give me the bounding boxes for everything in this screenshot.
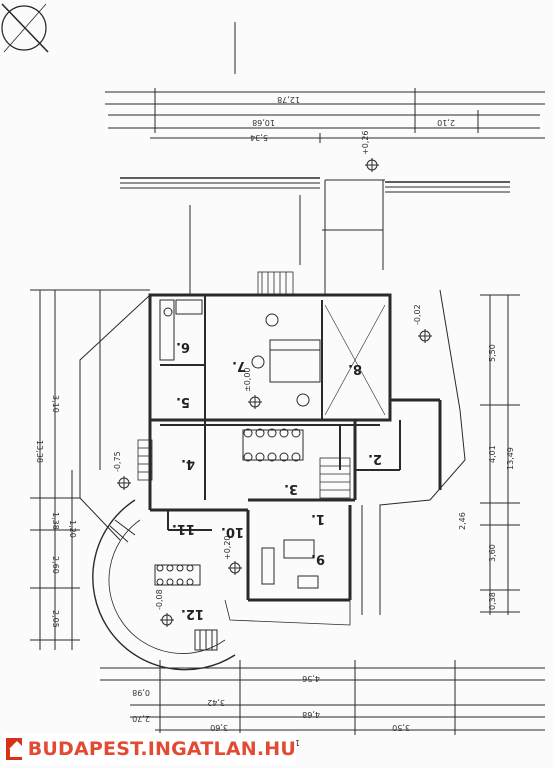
dim-left-c: 2,60: [51, 556, 60, 574]
dim-bottom-c: 3,50: [392, 723, 410, 732]
level-label: +0,20: [223, 535, 232, 560]
dim-bottom-e: 3,60: [210, 723, 228, 732]
right-dimensions: [480, 294, 520, 615]
room-number: 3.: [284, 481, 298, 496]
dim-left-d: 2,05: [51, 610, 60, 628]
inner-walls: [160, 295, 401, 531]
stair: [137, 271, 351, 499]
fence-strip: [120, 177, 510, 295]
bottom-dimensions: [100, 660, 545, 735]
house-logo-icon: [6, 738, 25, 760]
north-arrow-icon: [1, 3, 49, 53]
room-number: 7.: [232, 358, 246, 373]
level-label: -0,75: [113, 451, 122, 472]
dim-bottom-g: 0,98: [132, 688, 150, 697]
furniture: [159, 299, 321, 589]
dim-bottom-f: 2,70: [132, 714, 150, 723]
level-label: ±0,00: [243, 367, 252, 392]
room-number: 10.: [221, 524, 244, 539]
dim-left-main: 13,38: [35, 440, 44, 463]
dim-small-b: 2,46: [458, 512, 467, 530]
dim-small-a: 1,20: [68, 520, 77, 538]
room-number: 1.: [311, 511, 325, 526]
top-dimensions: [105, 88, 545, 143]
room-number: 6.: [176, 339, 190, 354]
dim-bottom-b: 4,68: [302, 710, 320, 719]
room-number: 12.: [181, 606, 204, 621]
level-markers: [117, 158, 432, 627]
room-number: 8.: [348, 361, 362, 376]
level-label: -0,08: [155, 589, 164, 610]
room-number: 2.: [368, 451, 382, 466]
watermark: BUDAPEST.INGATLAN.HU: [2, 733, 296, 765]
round-terrace: [92, 499, 236, 671]
dim-bottom-d: 3,42: [207, 698, 225, 707]
dim-bottom-a: 4,56: [302, 674, 320, 683]
dim-left-b: 1,38: [51, 512, 60, 530]
dim-right-b: 4,01: [488, 445, 497, 463]
left-dimensions: [30, 289, 150, 650]
dim-top-c: 5,34: [250, 133, 268, 142]
dim-right-c: 3,60: [488, 544, 497, 562]
dim-right-total: 13,49: [506, 447, 515, 470]
dim-right-a: 5,50: [488, 344, 497, 362]
room-number: 4.: [181, 456, 195, 471]
level-label: +0,26: [361, 130, 370, 155]
room-number: 9.: [311, 551, 325, 566]
watermark-text: BUDAPEST.INGATLAN.HU: [27, 738, 296, 760]
room-number: 11.: [172, 521, 195, 536]
dim-right-d: 0,38: [488, 592, 497, 610]
level-label: -0,02: [413, 304, 422, 325]
dim-top-b: 2,10: [437, 118, 455, 127]
terrace-outline: [79, 294, 151, 541]
house-walls: [148, 293, 442, 602]
room-number: 5.: [176, 394, 190, 409]
dim-left-a: 3,10: [51, 395, 60, 413]
dim-top-total: 12,78: [277, 95, 300, 104]
dim-top-a: 10,68: [252, 118, 275, 127]
